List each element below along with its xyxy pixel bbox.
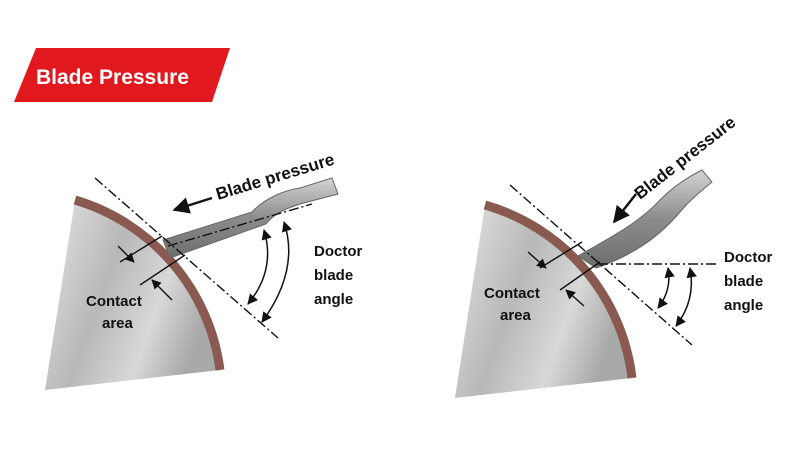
right-contact-label-line2: area [500, 307, 532, 324]
page-title: Blade Pressure [36, 66, 189, 89]
right-roller-rim [483, 200, 637, 379]
left-contact-label: Contact area [86, 293, 146, 332]
right-contact-line-2 [559, 261, 601, 291]
right-contact-arrow-2 [565, 289, 585, 307]
right-contact-label: Contact area [484, 285, 544, 324]
left-doctor-blade [162, 177, 339, 259]
right-contact-arrow-1 [527, 251, 547, 269]
right-doctor-blade [577, 169, 713, 269]
left-pressure-arrow [172, 196, 213, 214]
right-tangent-line [509, 184, 693, 346]
right-roller-face [455, 205, 632, 398]
right-angle-label-line3: angle [724, 297, 763, 314]
left-angle-label-line2: blade [314, 267, 353, 284]
left-contact-label-line1: Contact [86, 293, 142, 310]
right-contact-label-line1: Contact [484, 285, 540, 302]
left-angle-label-line1: Doctor [314, 243, 362, 260]
left-angle-label-line3: angle [314, 291, 353, 308]
right-contact-line-1 [539, 241, 583, 269]
left-angle-arc-inner [247, 228, 272, 305]
left-contact-arrow-1 [117, 245, 135, 263]
title-banner: Blade Pressure [14, 48, 230, 102]
left-contact-arrow-2 [151, 279, 173, 301]
left-roller-face [45, 200, 220, 390]
left-diagram: Blade pressure Doctor blade angle Contac… [45, 150, 367, 390]
left-contact-line-2 [139, 254, 186, 286]
right-angle-arc-outer [675, 266, 697, 327]
right-angle-arc-inner [657, 266, 675, 309]
right-pressure-arrow [612, 193, 637, 224]
left-blade-axis-line [167, 203, 313, 247]
left-tangent-line [94, 177, 279, 339]
right-angle-label-line1: Doctor [724, 249, 772, 266]
right-angle-label-line2: blade [724, 273, 763, 290]
left-angle-label: Doctor blade angle [314, 243, 367, 308]
left-contact-label-line2: area [102, 315, 134, 332]
left-angle-arc-outer [261, 221, 292, 323]
right-diagram: Blade pressure Doctor blade angle Contac… [455, 113, 777, 398]
title-banner-shape [14, 48, 230, 102]
right-angle-label: Doctor blade angle [724, 249, 777, 314]
